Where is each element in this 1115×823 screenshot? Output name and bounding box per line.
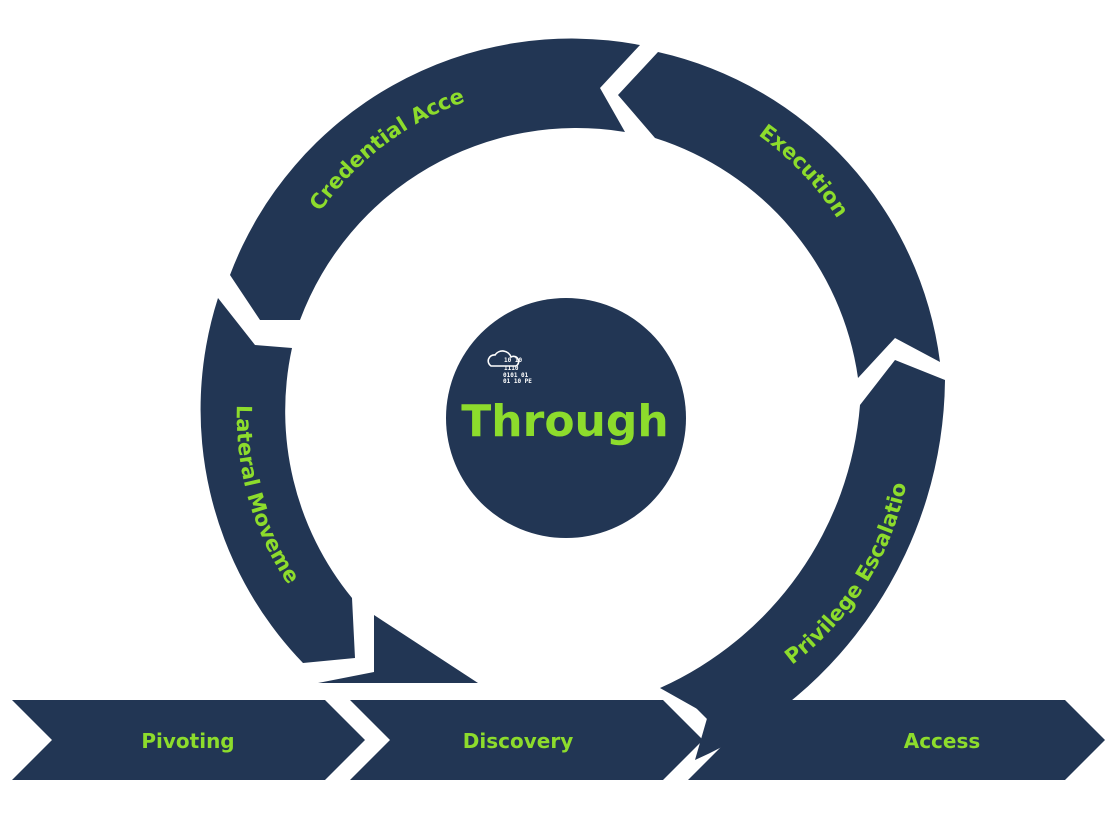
lateral-movement-arrow[interactable]	[200, 298, 355, 663]
discovery-chevron[interactable]	[350, 700, 703, 780]
svg-text:10 10: 10 10	[504, 357, 522, 364]
center-circle	[446, 298, 686, 538]
svg-text:0101 01: 0101 01	[503, 372, 529, 379]
pipeline	[12, 700, 703, 780]
center-title: Through	[461, 396, 668, 447]
privilege-escalation-arrow[interactable]	[660, 360, 945, 760]
execution-arrow[interactable]	[618, 52, 940, 378]
lateral-movement-arrowhead	[318, 615, 478, 683]
access-label: Access	[904, 729, 981, 753]
access-chevron[interactable]	[688, 700, 1105, 780]
svg-text:01 10 PE: 01 10 PE	[503, 378, 532, 385]
cycle-ring	[200, 38, 945, 760]
cloud-binary-icon: 10 10 1110 0101 01 01 10 PE	[487, 350, 532, 385]
pivoting-label: Pivoting	[141, 729, 234, 753]
pivoting-chevron[interactable]	[12, 700, 365, 780]
discovery-label: Discovery	[463, 729, 573, 753]
credential-access-arrow[interactable]	[230, 38, 640, 321]
center-hub: 10 10 1110 0101 01 01 10 PE Through	[446, 298, 686, 538]
svg-text:1110: 1110	[504, 365, 519, 372]
